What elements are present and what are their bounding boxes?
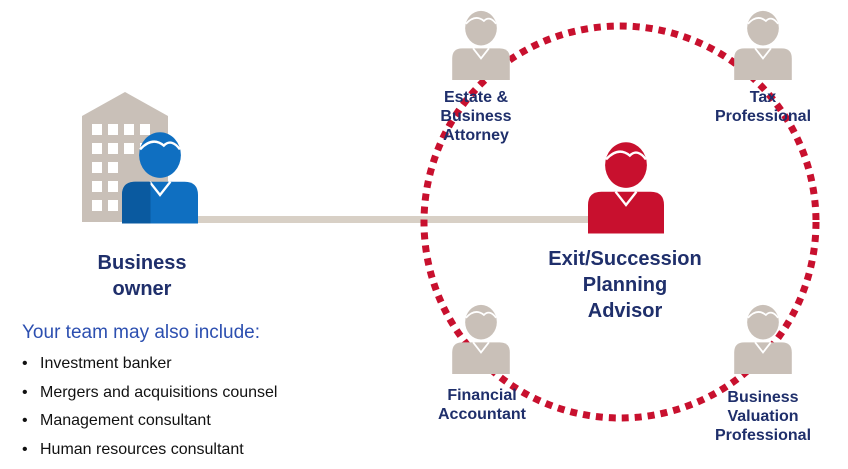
team-list: Investment banker Mergers and acquisitio… <box>22 354 277 468</box>
business-valuation-person-icon <box>734 304 792 374</box>
team-ring <box>420 22 820 422</box>
list-item: Investment banker <box>22 354 277 383</box>
tax-professional-person-icon <box>734 10 792 80</box>
business-owner-person-icon <box>122 132 198 224</box>
advisor-label: Exit/Succession Planning Advisor <box>548 248 702 322</box>
financial-accountant-person-icon <box>452 304 510 374</box>
business-owner-label: Business owner <box>97 252 187 300</box>
estate-attorney-label: Estate & Business Attorney <box>440 89 512 145</box>
tax-professional-label: Tax Professional <box>714 89 812 126</box>
estate-attorney-person-icon <box>452 10 510 80</box>
business-valuation-label: Business Valuation Professional <box>714 389 812 445</box>
connector-line <box>190 216 610 223</box>
list-item: Mergers and acquisitions counsel <box>22 383 277 412</box>
team-heading: Your team may also include: <box>22 322 260 343</box>
financial-accountant-label: Financial Accountant <box>438 387 526 424</box>
list-item: Human resources consultant <box>22 440 277 469</box>
advisor-person-icon <box>588 142 664 234</box>
list-item: Management consultant <box>22 411 277 440</box>
